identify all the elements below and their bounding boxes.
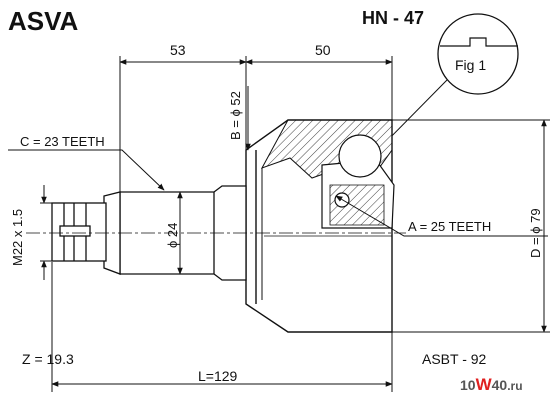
inner-teeth-callout: A = 25 TEETH: [408, 219, 491, 234]
teeth-callout-lines: [8, 149, 548, 237]
outer-diameter-label: D = ϕ 79: [528, 208, 543, 258]
length-dimension: [51, 262, 393, 392]
bore-b-label: B = ϕ 52: [228, 91, 243, 140]
vertical-dimensions: [40, 86, 550, 333]
part-code: HN - 47: [362, 8, 424, 28]
z-value-label: Z = 19.3: [22, 351, 74, 367]
top-dimension-lines: [119, 56, 393, 192]
site-logo-text: 10W40.ru: [460, 375, 523, 394]
outer-teeth-callout: C = 23 TEETH: [20, 134, 105, 149]
thread-label: M22 x 1.5: [10, 209, 25, 266]
site-logo: 10W40.ru: [460, 375, 523, 394]
shaft-diameter-label: ϕ 24: [165, 223, 180, 248]
part-number: ASBT - 92: [422, 351, 487, 367]
fig-inset: [377, 13, 519, 151]
dim-53-label: 53: [170, 42, 186, 58]
length-label: L=129: [198, 368, 238, 384]
dim-50-label: 50: [315, 42, 331, 58]
fig-label: Fig 1: [455, 57, 486, 73]
brand-title: ASVA: [8, 6, 79, 36]
